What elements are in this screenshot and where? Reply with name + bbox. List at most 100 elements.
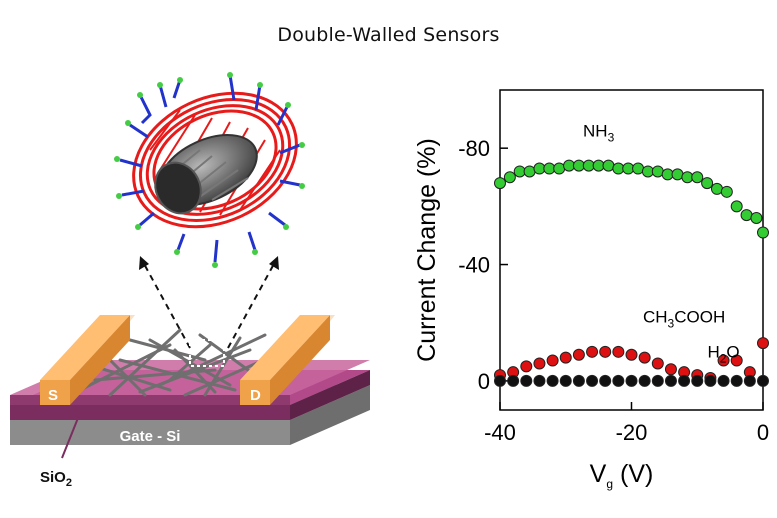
point-h2o xyxy=(717,374,730,387)
point-h2o xyxy=(586,374,599,387)
point-h2o xyxy=(730,374,743,387)
y-axis-label: Current Change (%) xyxy=(413,138,441,362)
point-nh3 xyxy=(681,171,694,184)
point-nh3 xyxy=(641,165,654,178)
oxide-front xyxy=(10,405,290,420)
point-h2o xyxy=(520,374,533,387)
point-nh3 xyxy=(691,171,704,184)
source-electrode xyxy=(40,315,135,405)
point-nh3 xyxy=(661,168,674,181)
point-ch3cooh xyxy=(586,345,599,358)
source-label: S xyxy=(48,387,58,404)
point-nh3 xyxy=(572,159,585,172)
point-nh3 xyxy=(503,171,516,184)
point-ch3cooh xyxy=(572,348,585,361)
point-ch3cooh xyxy=(599,345,612,358)
point-h2o xyxy=(651,374,664,387)
point-nh3 xyxy=(651,165,664,178)
series-label-ch3cooh: CH3COOH xyxy=(643,308,725,331)
point-h2o xyxy=(612,374,625,387)
point-nh3 xyxy=(622,162,635,175)
point-nh3 xyxy=(612,162,625,175)
point-nh3 xyxy=(701,177,714,190)
gate-side xyxy=(290,385,370,445)
sensor-device-diagram: S D Gate - Si SiO2 xyxy=(10,72,370,489)
inner-wall xyxy=(154,134,258,215)
point-ch3cooh xyxy=(533,357,546,370)
point-h2o xyxy=(625,374,638,387)
y-tick-label: 0 xyxy=(478,369,490,394)
zoom-arrows xyxy=(142,261,276,349)
point-nh3 xyxy=(750,212,763,224)
gate-front xyxy=(10,420,290,445)
point-nh3 xyxy=(553,162,566,175)
point-nh3 xyxy=(563,159,576,172)
point-nh3 xyxy=(513,165,526,178)
point-ch3cooh xyxy=(757,337,769,350)
point-nh3 xyxy=(543,162,556,175)
point-h2o xyxy=(494,374,506,387)
series-label-nh3: NH3 xyxy=(583,122,615,145)
drain-label: D xyxy=(250,387,261,404)
point-nh3 xyxy=(730,200,743,213)
point-h2o xyxy=(572,374,585,387)
point-h2o xyxy=(533,374,546,387)
point-h2o xyxy=(678,374,691,387)
point-ch3cooh xyxy=(730,354,743,367)
x-tick-label: -20 xyxy=(616,420,648,445)
point-h2o xyxy=(743,374,756,387)
point-nh3 xyxy=(740,209,753,222)
point-nh3 xyxy=(533,162,546,175)
point-nh3 xyxy=(757,226,769,239)
point-h2o xyxy=(559,374,572,387)
drain-electrode xyxy=(240,315,335,405)
point-nh3 xyxy=(592,159,605,172)
y-tick-label: -40 xyxy=(458,253,490,278)
point-nh3 xyxy=(671,168,684,181)
x-axis-label: Vg (V) xyxy=(590,460,654,491)
device-stack: S D Gate - Si SiO2 xyxy=(10,315,370,489)
point-h2o xyxy=(599,374,612,387)
point-ch3cooh xyxy=(559,351,572,364)
point-h2o xyxy=(757,374,769,387)
point-nh3 xyxy=(494,177,506,190)
double-walled-nanotube-model xyxy=(114,72,305,268)
point-nh3 xyxy=(710,182,723,195)
point-nh3 xyxy=(632,162,645,175)
point-ch3cooh xyxy=(546,354,559,367)
point-h2o xyxy=(664,374,677,387)
series-label-h2o: H2O xyxy=(707,343,739,366)
point-h2o xyxy=(704,374,717,387)
point-nh3 xyxy=(602,159,615,172)
point-ch3cooh xyxy=(612,345,625,358)
side-chain-tips xyxy=(114,72,305,268)
oxide-side xyxy=(290,370,370,420)
point-ch3cooh xyxy=(717,354,730,367)
point-ch3cooh xyxy=(520,360,533,373)
point-ch3cooh xyxy=(651,357,664,370)
x-tick-label: -40 xyxy=(484,420,516,445)
oxide-label: SiO2 xyxy=(40,469,72,489)
figure-title: Double-Walled Sensors xyxy=(277,24,500,46)
series-marks xyxy=(494,159,769,387)
oxide-pointer-line xyxy=(61,412,81,459)
point-h2o xyxy=(507,374,520,387)
gate-label: Gate - Si xyxy=(120,428,181,445)
point-ch3cooh xyxy=(664,363,677,376)
point-h2o xyxy=(691,374,704,387)
point-nh3 xyxy=(523,165,536,178)
point-ch3cooh xyxy=(625,348,638,361)
point-h2o xyxy=(546,374,559,387)
x-axis-ticks: -40 -20 0 xyxy=(484,402,769,445)
zoom-arrow-heads xyxy=(139,256,279,270)
point-nh3 xyxy=(720,185,733,198)
point-ch3cooh xyxy=(638,351,651,364)
side-chains xyxy=(119,74,301,263)
y-axis-ticks: 0 -40 -80 xyxy=(458,136,508,394)
point-h2o xyxy=(638,374,651,387)
y-tick-label: -80 xyxy=(458,136,490,161)
x-tick-label: 0 xyxy=(757,420,769,445)
point-nh3 xyxy=(582,159,595,172)
